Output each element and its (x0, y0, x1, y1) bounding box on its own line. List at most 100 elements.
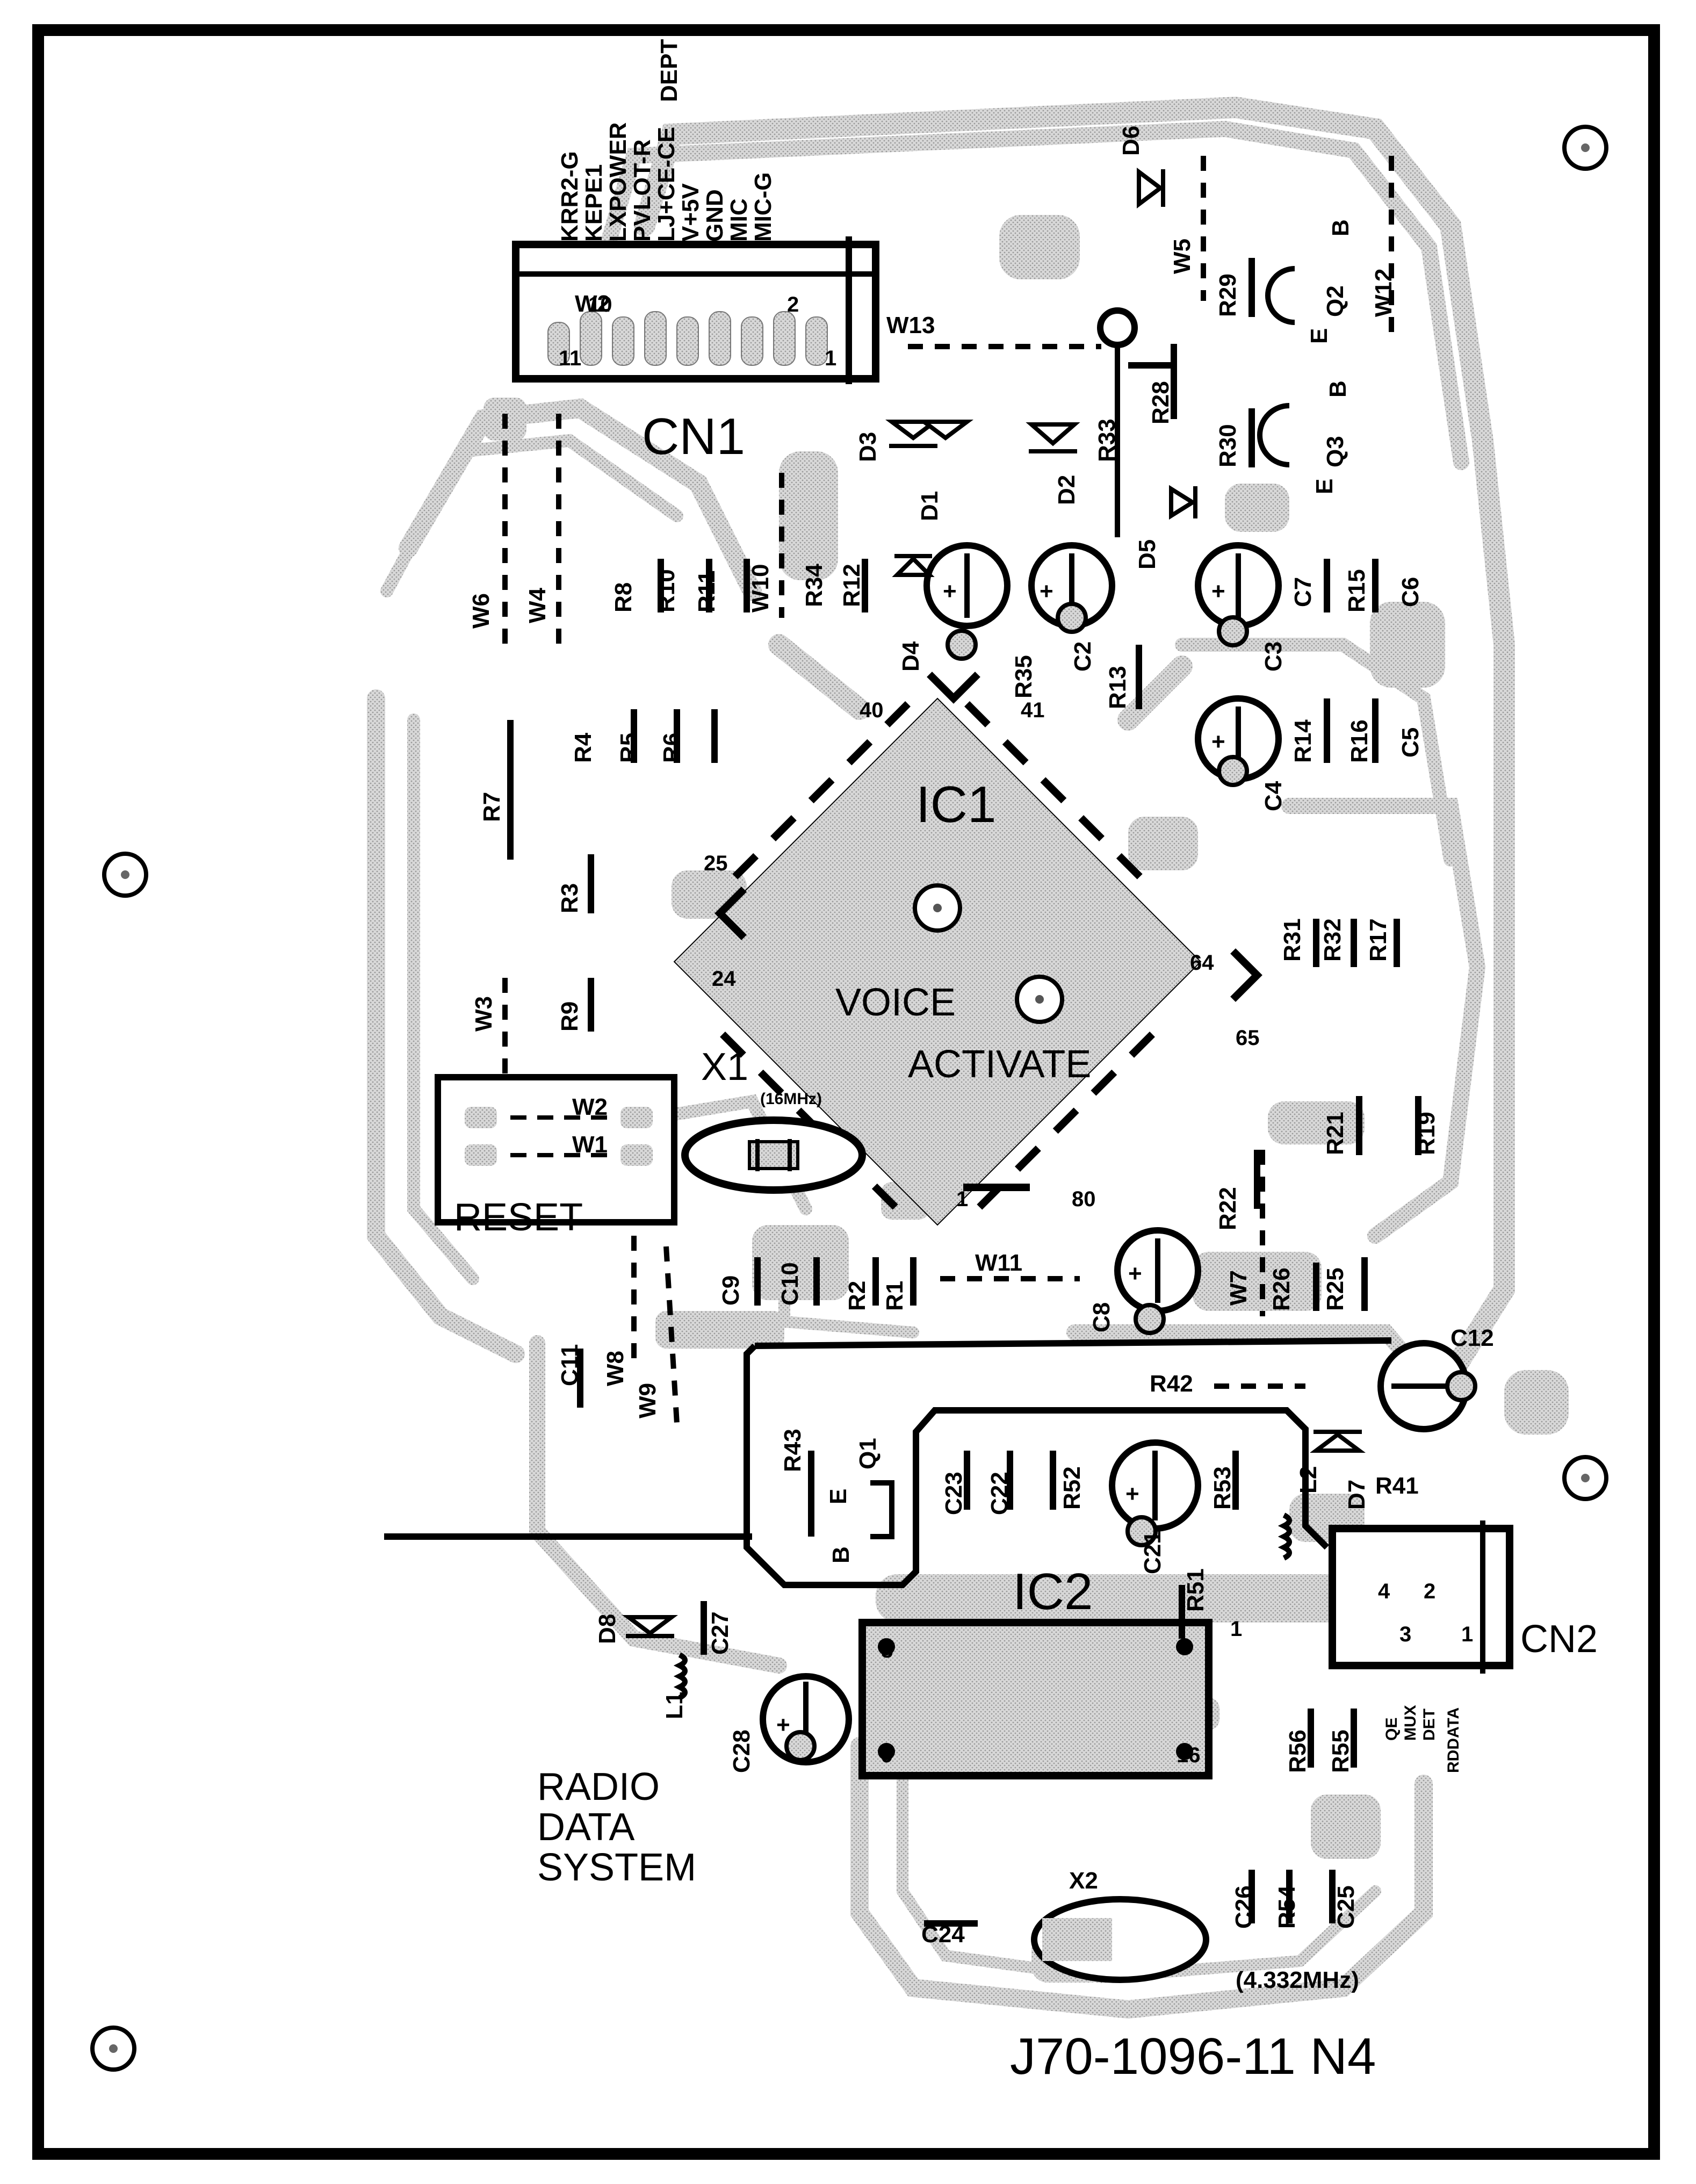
ref-c9: C9 (718, 1275, 744, 1306)
ref-c5: C5 (1397, 727, 1424, 758)
polarity-mark: + (1128, 1260, 1142, 1287)
ref-w8: W8 (602, 1351, 629, 1386)
ref-d2: D2 (1053, 475, 1080, 505)
cn1-pin-11: 11 (559, 347, 581, 370)
test-point (1097, 307, 1138, 537)
ref-r26: R26 (1268, 1267, 1295, 1311)
ref-l2: L2 (1295, 1466, 1322, 1494)
cn1-signal-1: KEPE1 (581, 164, 607, 242)
ic1-pin-80: 80 (1072, 1187, 1096, 1211)
ic2-pin-8: 8 (881, 1639, 893, 1662)
cn1-signal-7: MIC (726, 198, 752, 242)
ref-c8: C8 (1088, 1302, 1115, 1332)
wire-jumpers (502, 156, 1394, 1424)
ic1-footprint (673, 672, 1262, 1226)
cn1-signal-5: V+5V (677, 183, 704, 242)
cn2-pin-1: 1 (1461, 1623, 1473, 1646)
ref-r14: R14 (1290, 719, 1316, 763)
ref-q2: Q2 (1322, 285, 1348, 317)
mounting-hole-right (1562, 1455, 1608, 1501)
ref-r43: R43 (780, 1429, 806, 1472)
ref-r9: R9 (557, 1001, 583, 1032)
ref-w5: W5 (1169, 239, 1195, 274)
ref-r4: R4 (570, 732, 596, 763)
cn2-pin-numbers: 4 2 3 1 (1378, 1580, 1473, 1646)
ref-r51: R51 (1182, 1568, 1209, 1612)
ref-r29: R29 (1215, 273, 1241, 317)
ref-c24: C24 (921, 1921, 965, 1948)
ref-d8: D8 (594, 1614, 620, 1644)
ref-w10: W10 (747, 564, 774, 612)
ic2-pin-numbers: 8 1 9 16 (881, 1617, 1242, 1767)
x1-crystal (681, 1116, 866, 1194)
cn1-pin-10: 10 (588, 293, 612, 316)
ref-d7: D7 (1344, 1480, 1370, 1510)
ref-r34: R34 (801, 564, 827, 607)
ref-c4: C4 (1260, 781, 1287, 811)
ref-r52: R52 (1059, 1466, 1085, 1510)
ref-d3: D3 (855, 432, 881, 462)
cn1-signal-0: KRR2-G (557, 151, 583, 242)
ref-r17: R17 (1365, 918, 1391, 962)
reset-label: RESET (454, 1196, 583, 1239)
reset-box (435, 1074, 677, 1226)
x1-frequency: (16MHz) (760, 1090, 822, 1108)
ref-c2: C2 (1070, 641, 1096, 672)
shield-outline (384, 1337, 1392, 1588)
cn1-signal-3: PVLOT-R (629, 139, 655, 242)
ic1-label: IC1 (916, 776, 996, 833)
cn2-pin-4: 4 (1378, 1580, 1390, 1603)
x2-label: X2 (1069, 1868, 1098, 1894)
ic1-function-line1: VOICE (835, 981, 956, 1024)
ref-w4: W4 (524, 587, 551, 623)
cn2-signal-1: MUX (1402, 1705, 1419, 1741)
cn1-pin-numbers: 10 2 11 1 (559, 293, 836, 370)
ref-r28: R28 (1147, 381, 1174, 424)
ref-r30: R30 (1215, 424, 1241, 467)
cn1-signal-6: GND (702, 189, 728, 242)
cn2-connector (1329, 1520, 1513, 1674)
ref-r7: R7 (479, 792, 505, 822)
ref-d6: D6 (1118, 126, 1144, 156)
polarity-mark: + (943, 578, 957, 604)
ref-r21: R21 (1322, 1112, 1348, 1155)
ref-r13: R13 (1105, 666, 1131, 709)
ic2-pin-1: 1 (1230, 1617, 1242, 1641)
ref-r35: R35 (1011, 655, 1037, 698)
polarity-mark: + (1211, 578, 1225, 604)
ref-c11: C11 (557, 1344, 583, 1386)
ref-c6: C6 (1397, 577, 1424, 607)
cn1-pin-2: 2 (787, 293, 799, 316)
ref-d1: D1 (916, 491, 943, 521)
ref-w9: W9 (634, 1383, 661, 1418)
ref-r54: R54 (1274, 1885, 1300, 1929)
ic2-pin-16: 16 (1177, 1743, 1201, 1767)
ic1-pin-25: 25 (704, 852, 728, 875)
ref-r56: R56 (1284, 1729, 1311, 1773)
mounting-hole-top-right (1562, 125, 1608, 171)
ref-q2-e: E (1306, 328, 1332, 344)
ref-w3: W3 (471, 996, 497, 1032)
mounting-hole-bottom-left (90, 2026, 136, 2072)
cn1-pin-1: 1 (825, 347, 836, 370)
ref-r11: R11 (694, 571, 720, 612)
ref-r55: R55 (1327, 1729, 1354, 1773)
component-references: R29 R28 R33 R30 R12 R34 R35 R13 R8 R10 R… (468, 126, 1494, 1948)
component-bars (507, 258, 1421, 1927)
ref-r25: R25 (1322, 1267, 1348, 1311)
ref-w6: W6 (468, 593, 494, 629)
x1-label: X1 (701, 1046, 748, 1089)
ref-reset-w1: W1 (572, 1131, 608, 1158)
ref-c3: C3 (1260, 641, 1287, 672)
ic1-pin-24: 24 (712, 967, 736, 991)
ref-c28: C28 (728, 1729, 755, 1773)
ic1-pin-41: 41 (1021, 698, 1045, 722)
ref-r12: R12 (839, 564, 865, 607)
reset-jumper-w2: W2 (575, 291, 610, 317)
ic1-pin-40: 40 (860, 698, 884, 722)
cn2-pin-2: 2 (1424, 1580, 1435, 1603)
ref-r6: R6 (659, 733, 685, 763)
ic1-function-line2: ACTIVATE (908, 1043, 1091, 1086)
ref-r5: R5 (616, 733, 642, 763)
